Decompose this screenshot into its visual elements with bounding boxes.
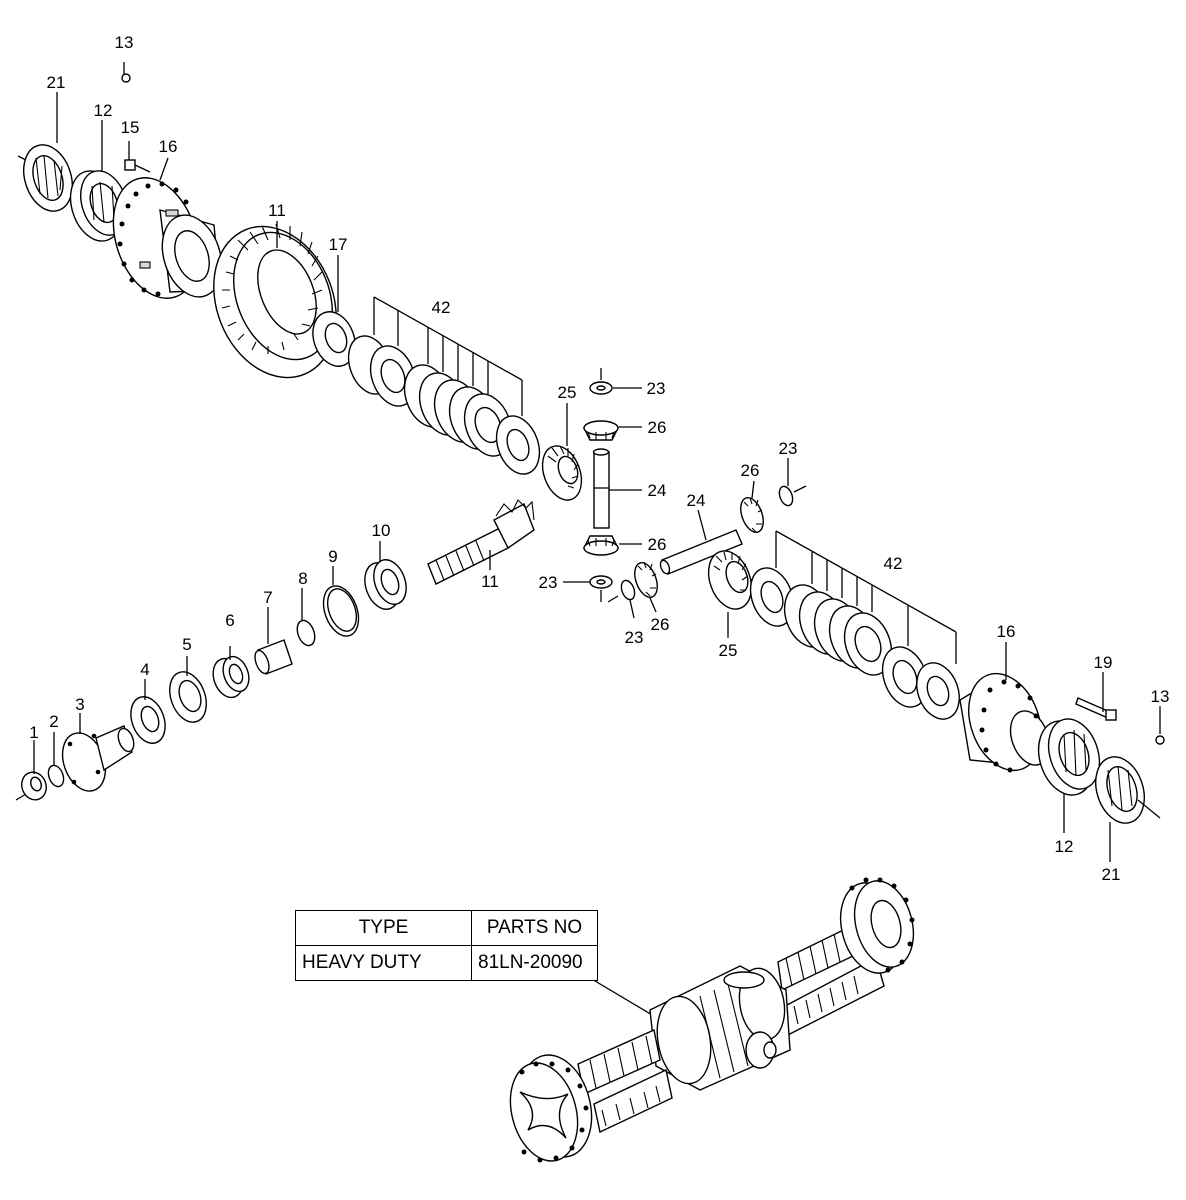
part-21-bearing-race-upper xyxy=(17,144,73,212)
callout-24: 24 xyxy=(687,491,706,510)
part-23-washer-top xyxy=(589,368,613,395)
part-13-pin-lower xyxy=(1155,718,1165,745)
part-26-pinion-gear-side-left xyxy=(634,561,658,598)
cell-parts-no: 81LN-20090 xyxy=(471,945,598,981)
callout-8: 8 xyxy=(298,569,307,588)
callout-11: 11 xyxy=(481,572,499,591)
callout-42: 42 xyxy=(884,554,903,573)
part-26-pinion-gear-side-right xyxy=(740,497,764,533)
part-9-shim xyxy=(322,585,360,637)
axle-assembly-illustration xyxy=(509,877,915,1163)
part-42-friction-plates-upper xyxy=(347,335,541,475)
callout-26: 26 xyxy=(648,418,667,437)
callout-3: 3 xyxy=(75,695,84,714)
callout-26: 26 xyxy=(648,535,667,554)
header-parts-no: PARTS NO xyxy=(471,910,598,946)
callout-5: 5 xyxy=(182,635,191,654)
callout-13: 13 xyxy=(115,33,134,52)
callout-23: 23 xyxy=(625,628,644,647)
callout-21: 21 xyxy=(47,73,66,92)
callout-24: 24 xyxy=(648,481,667,500)
callout-17: 17 xyxy=(329,235,348,254)
part-7-spacer xyxy=(254,639,293,675)
callout-26: 26 xyxy=(741,461,760,480)
table-header-row: TYPE PARTS NO xyxy=(295,910,598,946)
callout-4: 4 xyxy=(140,660,149,679)
part-10-bearing xyxy=(364,559,407,610)
callout-7: 7 xyxy=(263,588,272,607)
part-11-ring-gear xyxy=(213,223,337,379)
callout-23: 23 xyxy=(647,379,666,398)
part-4-seal xyxy=(130,696,166,744)
callout-2: 2 xyxy=(49,712,58,731)
callout-12: 12 xyxy=(1055,837,1074,856)
part-25-side-gear-lower xyxy=(707,550,753,610)
callout-25: 25 xyxy=(719,641,738,660)
callout-11: 11 xyxy=(268,201,286,220)
part-23-washer-bottom xyxy=(589,575,613,602)
part-17-thrust-washer xyxy=(312,311,356,367)
callout-9: 9 xyxy=(328,547,337,566)
callout-21: 21 xyxy=(1102,865,1121,884)
header-type: TYPE xyxy=(295,910,472,946)
callout-10: 10 xyxy=(372,521,391,540)
part-1-nut xyxy=(15,771,47,801)
part-5-bearing-cup xyxy=(169,671,207,723)
callout-13: 13 xyxy=(1151,687,1170,706)
part-13-pin-upper xyxy=(121,62,131,83)
part-16-differential-case-lower xyxy=(959,672,1051,773)
parts-type-table: TYPE PARTS NO HEAVY DUTY 81LN-20090 xyxy=(295,910,598,981)
part-19-bolt xyxy=(1075,697,1117,721)
part-11-drive-pinion xyxy=(427,499,535,585)
part-24-cross-pin-vertical xyxy=(592,448,610,529)
callout-42: 42 xyxy=(432,298,451,317)
callout-26: 26 xyxy=(651,615,670,634)
table-row: HEAVY DUTY 81LN-20090 xyxy=(295,945,598,981)
part-42-friction-plates-lower xyxy=(749,567,960,720)
callout-23: 23 xyxy=(539,573,558,592)
part-23-washer-side-right xyxy=(778,485,807,507)
callout-25: 25 xyxy=(558,383,577,402)
callout-12: 12 xyxy=(94,101,113,120)
callout-23: 23 xyxy=(779,439,798,458)
part-2-o-ring xyxy=(47,764,65,788)
part-23-washer-side-left xyxy=(607,579,636,603)
part-8-ring xyxy=(296,619,316,647)
callout-6: 6 xyxy=(225,611,234,630)
callout-15: 15 xyxy=(121,118,140,137)
part-26-pinion-gear-bottom xyxy=(582,535,620,556)
part-15-bolt xyxy=(124,159,151,173)
part-25-side-gear-upper xyxy=(541,445,583,501)
part-6-bearing xyxy=(212,655,250,699)
part-21-bearing-race-lower xyxy=(1095,756,1161,824)
part-26-pinion-gear-top xyxy=(582,420,620,441)
callout-16: 16 xyxy=(159,137,178,156)
cell-type: HEAVY DUTY xyxy=(295,945,472,981)
callout-1: 1 xyxy=(29,723,38,742)
part-3-flange xyxy=(61,725,135,792)
part-12-bearing-lower xyxy=(1037,718,1101,796)
part-24-cross-pin-horizontal xyxy=(659,529,743,575)
part-16-differential-case-upper xyxy=(112,177,223,299)
callout-labels: 13 21 12 15 16 11 17 42 25 23 26 24 26 2… xyxy=(29,33,1169,884)
callout-19: 19 xyxy=(1094,653,1113,672)
callout-16: 16 xyxy=(997,622,1016,641)
